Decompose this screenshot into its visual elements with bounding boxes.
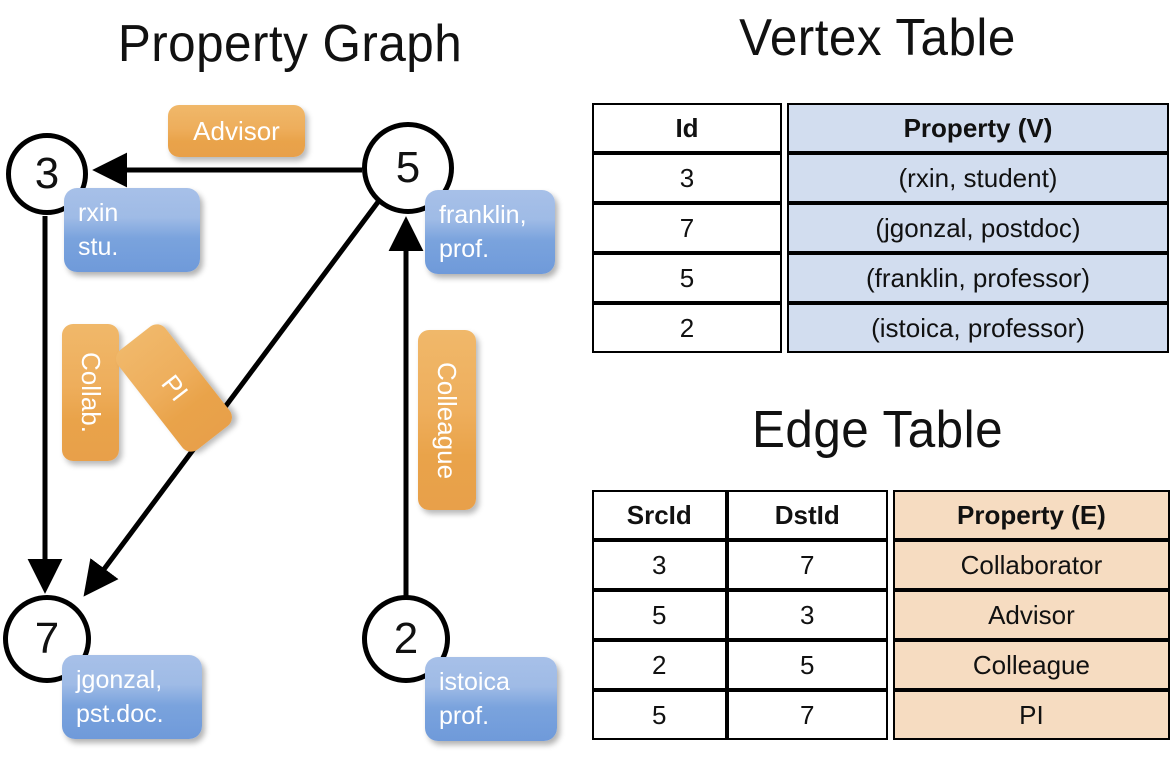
node-property-line1: istoica [439, 668, 510, 696]
node-property-box-2: istoica prof. [425, 657, 557, 741]
column-gap [887, 690, 893, 740]
table-row: 5 (franklin, professor) [592, 253, 1169, 303]
node-property-line1: franklin, [439, 201, 527, 229]
cell-property: (rxin, student) [787, 153, 1169, 203]
column-header-property-e: Property (E) [892, 490, 1170, 540]
node-label: 5 [395, 143, 421, 192]
table-row: 5 3 Advisor [592, 590, 1170, 640]
cell-property: Colleague [892, 640, 1170, 690]
table-row: 3 7 Collaborator [592, 540, 1170, 590]
node-property-box-5: franklin, prof. [425, 190, 555, 274]
column-gap [782, 103, 787, 153]
cell-property: PI [892, 690, 1170, 740]
cell-srcid: 2 [592, 640, 727, 690]
column-gap [887, 490, 893, 540]
node-property-line2: stu. [78, 232, 119, 261]
edge-label-collab: Collab. [62, 324, 119, 461]
column-gap [887, 590, 893, 640]
table-header-row: SrcId DstId Property (E) [592, 490, 1170, 540]
cell-id: 7 [592, 203, 782, 253]
column-header-dstid: DstId [726, 490, 888, 540]
edge-label-text: Collab. [76, 352, 106, 433]
column-gap [782, 153, 787, 203]
edge-label-advisor: Advisor [168, 105, 305, 157]
table-row: 5 7 PI [592, 690, 1170, 740]
node-property-line2: prof. [439, 234, 490, 263]
edge-label-text: Advisor [193, 115, 280, 146]
column-gap [782, 203, 787, 253]
page-title-vertex-table: Vertex Table [739, 9, 1016, 67]
page-title-edge-table: Edge Table [751, 401, 1004, 459]
page-title-property-graph: Property Graph [117, 15, 463, 73]
cell-srcid: 5 [592, 590, 727, 640]
cell-dstid: 7 [726, 540, 888, 590]
cell-dstid: 7 [726, 690, 888, 740]
node-property-box-7: jgonzal, pst.doc. [62, 655, 202, 739]
edge-table: SrcId DstId Property (E) 3 7 Collaborato… [592, 490, 1170, 740]
table-row: 2 (istoica, professor) [592, 303, 1169, 353]
cell-srcid: 3 [592, 540, 727, 590]
cell-property: Advisor [892, 590, 1170, 640]
column-gap [782, 253, 787, 303]
cell-dstid: 5 [726, 640, 888, 690]
cell-id: 2 [592, 303, 782, 353]
node-label: 2 [393, 614, 419, 663]
node-property-line2: prof. [439, 701, 490, 730]
column-gap [887, 640, 893, 690]
cell-property: (jgonzal, postdoc) [787, 203, 1169, 253]
table-row: 3 (rxin, student) [592, 153, 1169, 203]
edge-label-text: PI [155, 368, 194, 407]
cell-property: (franklin, professor) [787, 253, 1169, 303]
node-property-box-3: rxin stu. [64, 188, 200, 272]
column-gap [887, 540, 893, 590]
column-header-id: Id [592, 103, 782, 153]
cell-dstid: 3 [726, 590, 888, 640]
edge-5-to-7-pi [83, 200, 381, 597]
cell-id: 3 [592, 153, 782, 203]
vertex-table: Id Property (V) 3 (rxin, student) 7 (jgo… [592, 103, 1169, 353]
cell-property: (istoica, professor) [787, 303, 1169, 353]
column-header-property-v: Property (V) [787, 103, 1169, 153]
cell-srcid: 5 [592, 690, 727, 740]
column-header-srcid: SrcId [592, 490, 727, 540]
column-gap [782, 303, 787, 353]
cell-property: Collaborator [892, 540, 1170, 590]
property-graph-panel: Property Graph 3 5 7 2 rxin stu. frankli… [0, 0, 580, 760]
cell-id: 5 [592, 253, 782, 303]
edge-label-text: Colleague [432, 361, 463, 479]
graph-edges-svg [27, 152, 424, 600]
node-property-line1: jgonzal, [76, 666, 163, 694]
graph-node-5[interactable]: 5 [362, 122, 454, 214]
node-property-line1: rxin [78, 199, 119, 227]
edge-label-colleague: Colleague [418, 330, 476, 510]
node-property-line2: pst.doc. [76, 699, 164, 728]
table-row: 2 5 Colleague [592, 640, 1170, 690]
table-header-row: Id Property (V) [592, 103, 1169, 153]
node-label: 3 [34, 149, 60, 198]
graph-node-2[interactable]: 2 [362, 595, 450, 683]
table-row: 7 (jgonzal, postdoc) [592, 203, 1169, 253]
node-label: 7 [34, 614, 60, 663]
